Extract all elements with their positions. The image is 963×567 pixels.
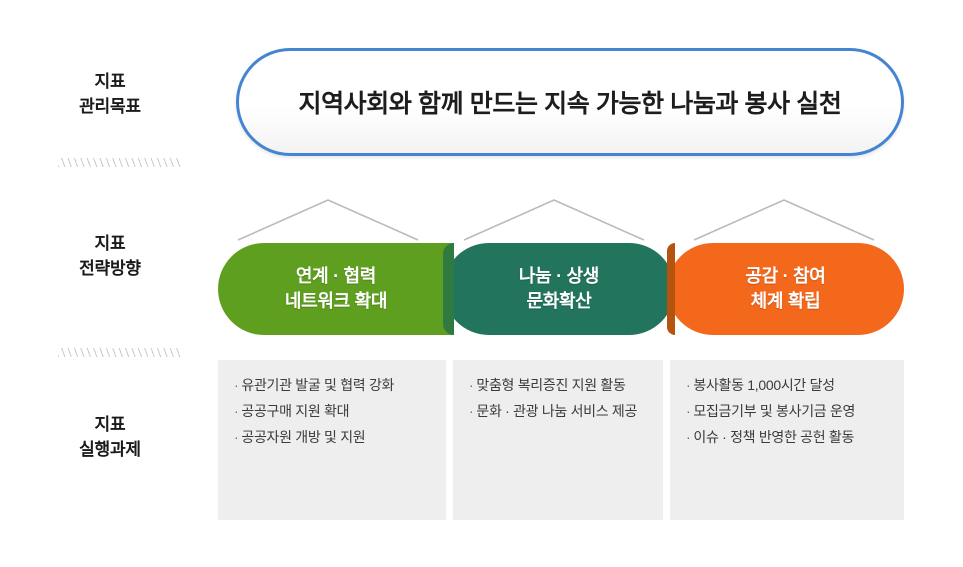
chevron-up-icon [693,199,875,241]
list-item: ·이슈 · 정책 반영한 공헌 활동 [686,424,890,450]
strategy-participation-line1: 공감 · 참여 [745,266,826,287]
row-label-goal-line2: 관리목표 [79,96,141,116]
list-item-label: 유관기관 발굴 및 협력 강화 [241,377,395,393]
chevron-up-icon [463,199,645,241]
list-item: ·유관기관 발굴 및 협력 강화 [234,372,432,398]
goal-statement-text: 지역사회와 함께 만드는 지속 가능한 나눔과 봉사 실천 [298,90,842,118]
list-item: ·봉사활동 1,000시간 달성 [686,372,890,398]
list-item-label: 모집금기부 및 봉사기금 운영 [693,403,856,420]
task-list: ·봉사활동 1,000시간 달성 ·모집금기부 및 봉사기금 운영 ·이슈 · … [686,372,890,450]
task-list: ·맞춤형 복리증진 지원 활동 ·문화 · 관광 나눔 서비스 제공 [469,372,649,424]
task-box-network: ·유관기관 발굴 및 협력 강화 ·공공구매 지원 확대 ·공공자원 개방 및 … [218,360,446,520]
strategy-pill-culture[interactable]: 나눔 · 상생 문화확산 [443,243,675,335]
row-label-strategy-line2: 전략방향 [79,258,141,278]
bullet-glyph: · [686,429,691,446]
list-item: ·공공자원 개방 및 지원 [234,424,432,450]
list-item-label: 봉사활동 1,000시간 달성 [693,377,835,393]
list-item: ·모집금기부 및 봉사기금 운영 [686,398,890,424]
bullet-glyph: · [686,377,691,393]
strategy-participation-line2: 체계 확립 [750,291,821,311]
strategy-network-line2: 네트워크 확대 [284,291,388,311]
strategy-network-line1: 연계 · 협력 [295,266,377,287]
row-label-strategy-line1: 지표 [94,234,126,253]
bullet-glyph: · [686,403,691,420]
list-item: ·문화 · 관광 나눔 서비스 제공 [469,398,649,424]
bullet-glyph: · [234,429,239,446]
strategy-pill-network[interactable]: 연계 · 협력 네트워크 확대 [218,243,454,335]
strategy-culture-line2: 문화확산 [526,291,592,311]
row-label-goal-line1: 지표 [94,72,126,91]
row-label-strategy: 지표 전략방향 [30,232,190,281]
list-item-label: 문화 · 관광 나눔 서비스 제공 [476,403,638,420]
list-item-label: 맞춤형 복리증진 지원 활동 [476,377,626,393]
row-label-task-line1: 지표 [94,415,126,434]
hatched-divider-top [58,158,182,167]
list-item-label: 이슈 · 정책 반영한 공헌 활동 [693,429,855,446]
strategy-pill-participation[interactable]: 공감 · 참여 체계 확립 [667,243,904,335]
task-row: ·유관기관 발굴 및 협력 강화 ·공공구매 지원 확대 ·공공자원 개방 및 … [0,360,963,520]
strategy-culture-line1: 나눔 · 상생 [518,266,600,287]
task-box-culture: ·맞춤형 복리증진 지원 활동 ·문화 · 관광 나눔 서비스 제공 [453,360,663,520]
row-label-task: 지표 실행과제 [30,413,190,462]
list-item-label: 공공자원 개방 및 지원 [241,429,366,446]
task-box-participation: ·봉사활동 1,000시간 달성 ·모집금기부 및 봉사기금 운영 ·이슈 · … [670,360,904,520]
strategy-pill-culture-label: 나눔 · 상생 문화확산 [519,264,599,314]
strategy-row: 연계 · 협력 네트워크 확대 나눔 · 상생 문화확산 공감 · 참여 체계 … [0,243,963,335]
list-item: ·공공구매 지원 확대 [234,398,432,424]
strategy-pill-network-label: 연계 · 협력 네트워크 확대 [284,264,388,314]
list-item: ·맞춤형 복리증진 지원 활동 [469,372,649,398]
strategy-pill-participation-label: 공감 · 참여 체계 확립 [745,264,825,314]
chevron-up-icon [237,199,419,241]
bullet-glyph: · [469,377,474,393]
list-item-label: 공공구매 지원 확대 [241,403,350,420]
bullet-glyph: · [469,403,474,420]
hatched-divider-bottom [58,348,182,357]
goal-statement-pill: 지역사회와 함께 만드는 지속 가능한 나눔과 봉사 실천 [236,48,904,156]
row-label-goal: 지표 관리목표 [30,70,190,119]
task-list: ·유관기관 발굴 및 협력 강화 ·공공구매 지원 확대 ·공공자원 개방 및 … [234,372,432,450]
bullet-glyph: · [234,403,239,420]
bullet-glyph: · [234,377,239,393]
row-label-task-line2: 실행과제 [79,439,141,459]
